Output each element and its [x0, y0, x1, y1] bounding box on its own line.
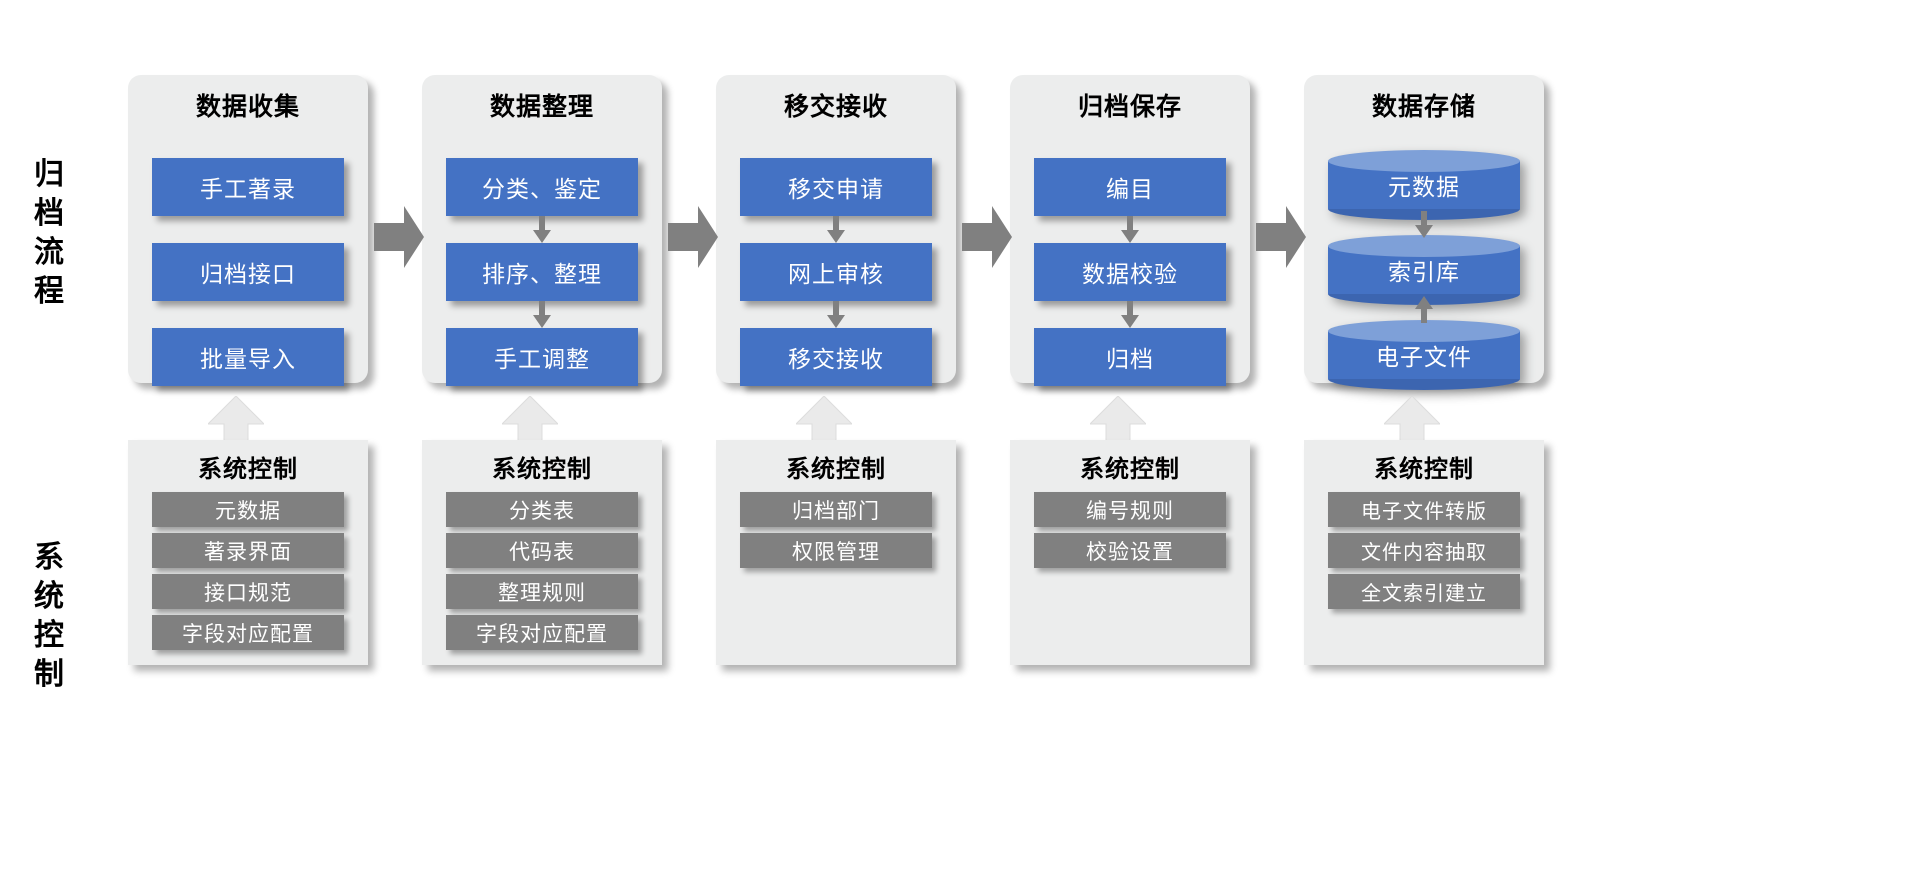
control-item-2-1[interactable]: 分类表: [446, 492, 638, 527]
flow-arrow-3-to-4: [962, 206, 1012, 268]
control-item-2-4[interactable]: 字段对应配置: [446, 615, 638, 650]
control-panel-4-title: 系统控制: [1080, 456, 1180, 483]
process-panel-1-title: 数据收集: [195, 93, 300, 121]
step-arrow-down-4-2: [1121, 301, 1139, 328]
control-arrow-up-3: [796, 396, 852, 448]
control-item-5-2[interactable]: 文件内容抽取: [1328, 533, 1520, 568]
process-step-4-1[interactable]: 编目: [1034, 158, 1226, 216]
cylinder-cap: [1328, 150, 1520, 172]
control-item-5-1[interactable]: 电子文件转版: [1328, 492, 1520, 527]
control-item-2-2[interactable]: 代码表: [446, 533, 638, 568]
process-step-1-2[interactable]: 归档接口: [152, 243, 344, 301]
control-item-1-4[interactable]: 字段对应配置: [152, 615, 344, 650]
control-arrow-up-5: [1384, 396, 1440, 448]
storage-cylinder-5-3-label: 电子文件: [1376, 344, 1472, 370]
control-panel-5-title: 系统控制: [1374, 456, 1474, 483]
process-step-2-3[interactable]: 手工调整: [446, 328, 638, 386]
step-arrow-up-5-2: [1415, 296, 1433, 323]
process-step-1-3[interactable]: 批量导入: [152, 328, 344, 386]
control-panel-3-title: 系统控制: [786, 456, 886, 483]
process-step-3-1[interactable]: 移交申请: [740, 158, 932, 216]
process-panel-3-title: 移交接收: [783, 93, 888, 121]
flow-arrow-1-to-2: [374, 206, 424, 268]
control-item-3-2[interactable]: 权限管理: [740, 533, 932, 568]
process-panel-5-title: 数据存储: [1371, 93, 1476, 121]
control-item-4-2[interactable]: 校验设置: [1034, 533, 1226, 568]
step-arrow-down-5-1: [1415, 211, 1433, 238]
step-arrow-down-3-1: [827, 216, 845, 243]
process-panel-4-title: 归档保存: [1077, 93, 1182, 121]
step-arrow-down-3-2: [827, 301, 845, 328]
control-item-1-1[interactable]: 元数据: [152, 492, 344, 527]
step-arrow-down-4-1: [1121, 216, 1139, 243]
cylinder-cap: [1328, 235, 1520, 257]
storage-cylinder-5-2[interactable]: 索引库: [1328, 235, 1520, 305]
control-item-5-3[interactable]: 全文索引建立: [1328, 574, 1520, 609]
step-arrow-down-2-1: [533, 216, 551, 243]
row-label-system-control: 系统控制: [34, 541, 66, 691]
process-step-3-2[interactable]: 网上审核: [740, 243, 932, 301]
control-arrow-up-4: [1090, 396, 1146, 448]
process-step-2-2[interactable]: 排序、整理: [446, 243, 638, 301]
control-arrow-up-2: [502, 396, 558, 448]
control-item-2-3[interactable]: 整理规则: [446, 574, 638, 609]
cylinder-cap: [1328, 320, 1520, 342]
storage-cylinder-5-3[interactable]: 电子文件: [1328, 320, 1520, 390]
storage-cylinder-5-1[interactable]: 元数据: [1328, 150, 1520, 220]
process-step-4-2[interactable]: 数据校验: [1034, 243, 1226, 301]
control-item-4-1[interactable]: 编号规则: [1034, 492, 1226, 527]
flow-arrow-2-to-3: [668, 206, 718, 268]
process-panel-2-title: 数据整理: [489, 93, 594, 121]
step-arrow-down-2-2: [533, 301, 551, 328]
process-step-3-3[interactable]: 移交接收: [740, 328, 932, 386]
control-item-1-2[interactable]: 著录界面: [152, 533, 344, 568]
control-item-3-1[interactable]: 归档部门: [740, 492, 932, 527]
process-step-4-3[interactable]: 归档: [1034, 328, 1226, 386]
control-item-1-3[interactable]: 接口规范: [152, 574, 344, 609]
row-label-archive-flow: 归档流程: [34, 158, 66, 308]
control-panel-2-title: 系统控制: [492, 456, 592, 483]
storage-cylinder-5-1-label: 元数据: [1388, 174, 1460, 200]
storage-cylinder-5-2-label: 索引库: [1388, 259, 1460, 285]
process-step-2-1[interactable]: 分类、鉴定: [446, 158, 638, 216]
flow-arrow-4-to-5: [1256, 206, 1306, 268]
control-arrow-up-1: [208, 396, 264, 448]
control-panel-1-title: 系统控制: [198, 456, 298, 483]
process-step-1-1[interactable]: 手工著录: [152, 158, 344, 216]
